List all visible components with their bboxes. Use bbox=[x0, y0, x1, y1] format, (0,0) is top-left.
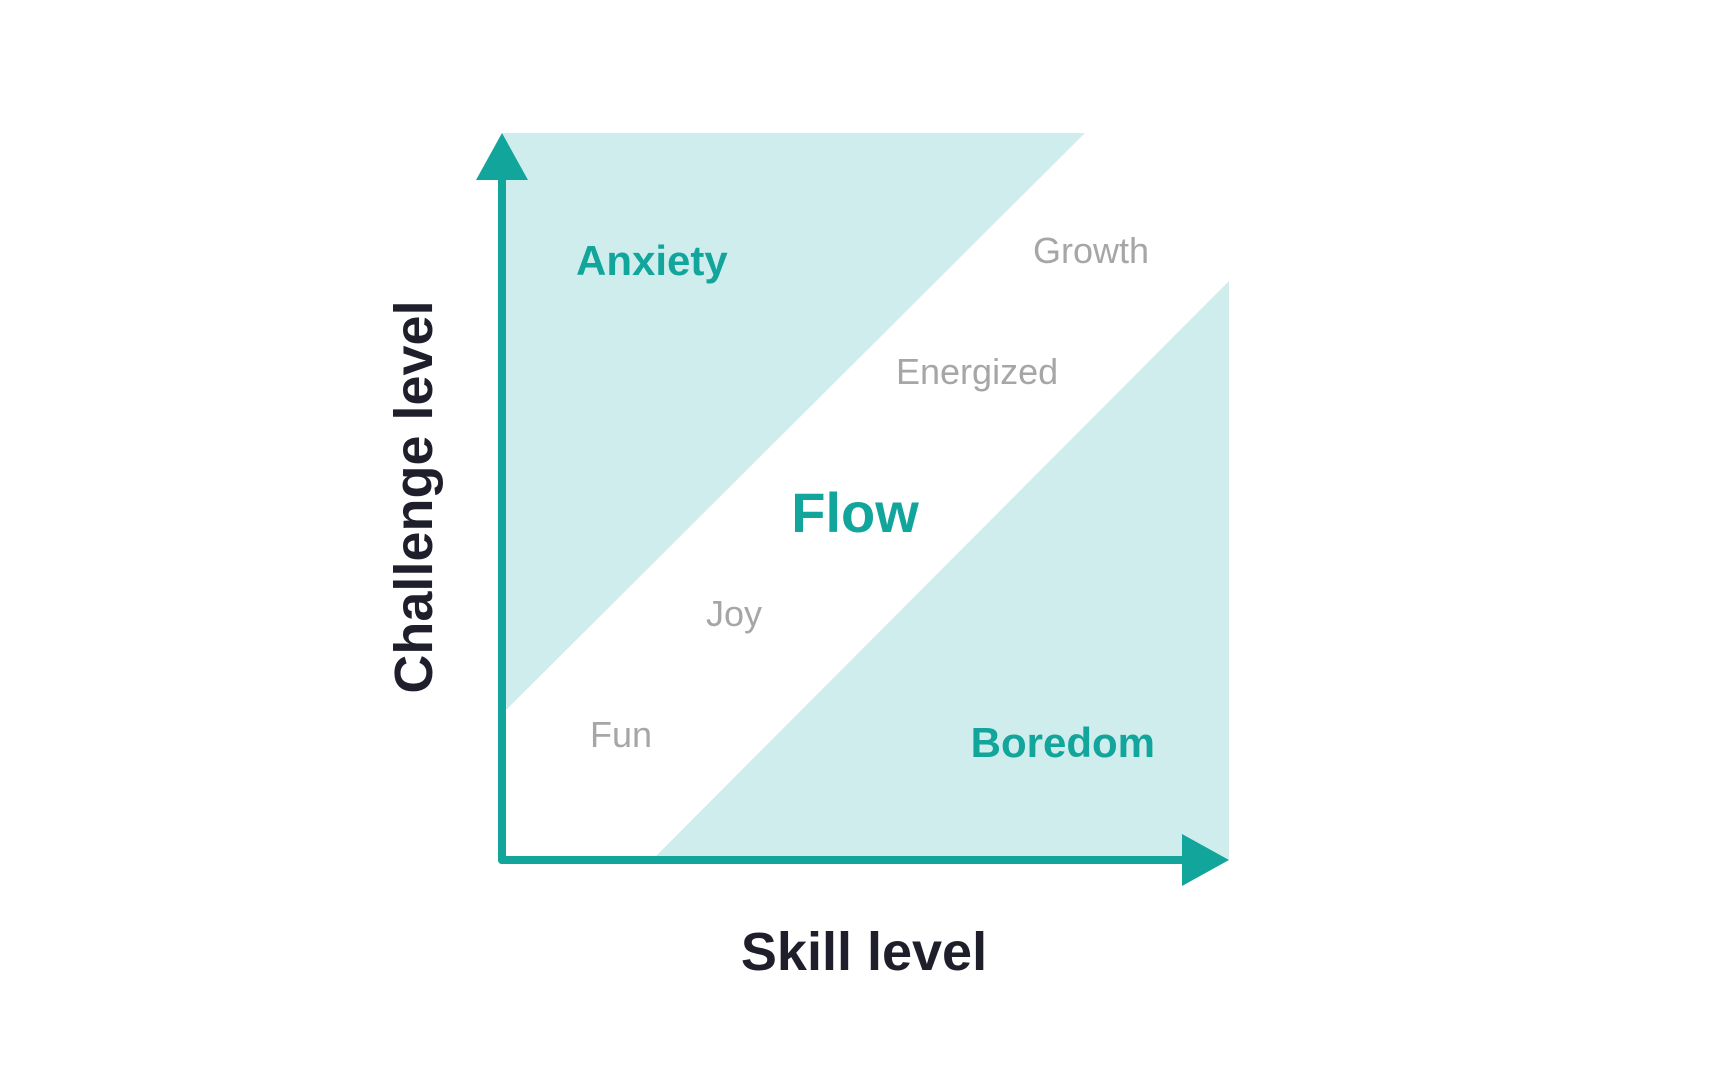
fun-label: Fun bbox=[590, 714, 652, 755]
y-axis-title: Challenge level bbox=[384, 300, 444, 693]
flow-label: Flow bbox=[791, 481, 919, 544]
x-axis-arrowhead bbox=[1182, 834, 1229, 886]
growth-label: Growth bbox=[1033, 230, 1149, 271]
x-axis-title: Skill level bbox=[741, 922, 987, 982]
anxiety-label: Anxiety bbox=[576, 237, 728, 284]
joy-label: Joy bbox=[706, 593, 762, 634]
y-axis-arrowhead bbox=[476, 133, 528, 180]
anxiety-zone bbox=[502, 133, 1085, 709]
boredom-zone bbox=[652, 281, 1229, 860]
energized-label: Energized bbox=[896, 351, 1058, 392]
boredom-label: Boredom bbox=[971, 719, 1155, 766]
